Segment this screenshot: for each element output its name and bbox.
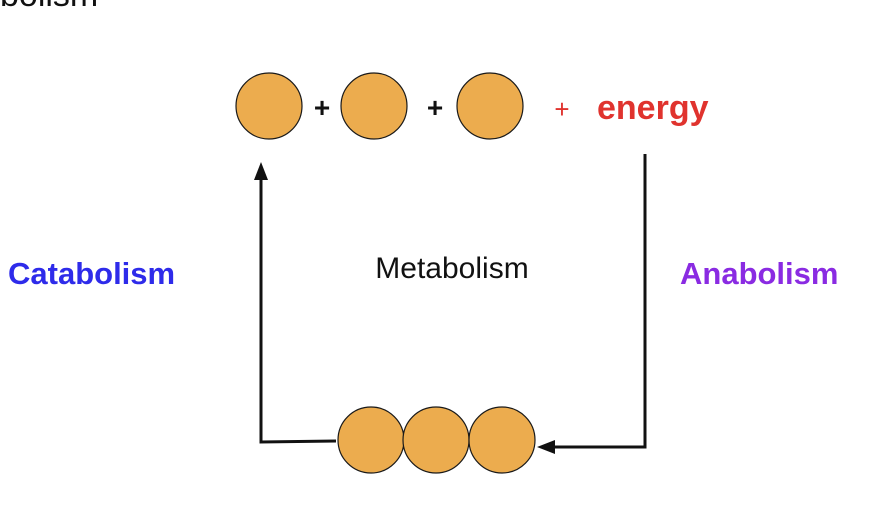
- plus-sign-2: +: [427, 92, 443, 123]
- polymer-circle-3: [468, 406, 536, 474]
- catabolism-arrowhead-icon: [254, 162, 268, 180]
- monomer-circle-1: [235, 72, 303, 140]
- monomer-circle-3: [456, 72, 524, 140]
- catabolism-arrow: [254, 162, 337, 444]
- polymer-circle-1: [337, 406, 405, 474]
- anabolism-label: Anabolism: [680, 256, 838, 291]
- catabolism-label: Catabolism: [8, 256, 175, 291]
- metabolism-label: Metabolism: [375, 252, 528, 285]
- energy-plus-sign: +: [554, 94, 569, 124]
- energy-label: energy: [597, 89, 709, 127]
- monomer-row: + + + energy: [235, 72, 709, 140]
- monomer-circle-2: [340, 72, 408, 140]
- anabolism-arrowhead-icon: [537, 440, 555, 454]
- anabolism-arrow: [537, 154, 647, 454]
- slide-title-fragment: bolism: [0, 0, 98, 15]
- polymer-circle-2: [402, 406, 470, 474]
- polymer-chain: [337, 406, 536, 474]
- plus-sign-1: +: [314, 92, 330, 123]
